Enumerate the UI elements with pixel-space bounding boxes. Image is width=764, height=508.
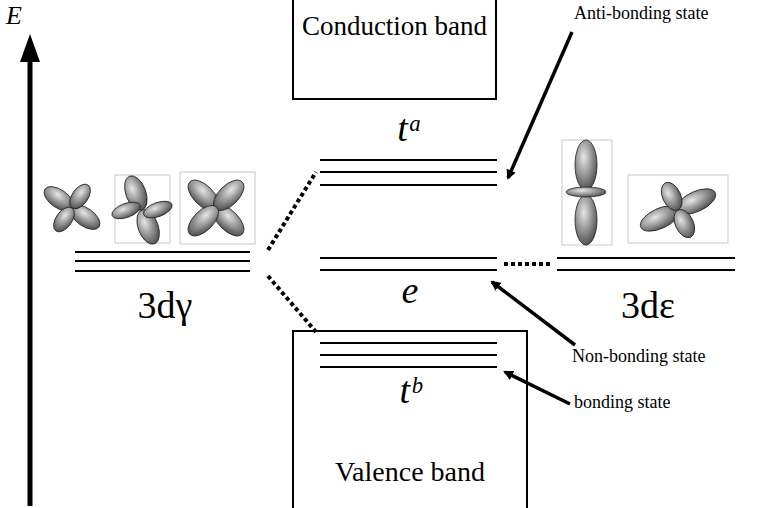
energy-axis (28, 60, 33, 506)
axis-label: E (6, 2, 22, 31)
level-label: tᵃ (397, 108, 423, 150)
correlation-lines (268, 172, 552, 332)
callout-label: Anti-bonding state (574, 4, 708, 24)
axis-arrowhead (20, 34, 40, 62)
level-lines (75, 160, 735, 367)
orbital-label: 3dγ (138, 285, 193, 327)
depsilon-orbitals (562, 140, 728, 255)
conduction-band: Conduction band (292, 0, 497, 100)
valence-band: Valence band (292, 330, 528, 508)
band-label: Conduction band (300, 10, 489, 44)
callout-arrows (492, 32, 575, 404)
callout-label: bonding state (574, 393, 671, 413)
level-label: e (402, 270, 419, 312)
callout-label: Non-bonding state (572, 347, 705, 367)
dgamma-orbitals (29, 156, 268, 261)
band-label: Valence band (300, 454, 520, 489)
level-label: tᵇ (400, 370, 421, 412)
orbital-label: 3dε (621, 285, 675, 327)
